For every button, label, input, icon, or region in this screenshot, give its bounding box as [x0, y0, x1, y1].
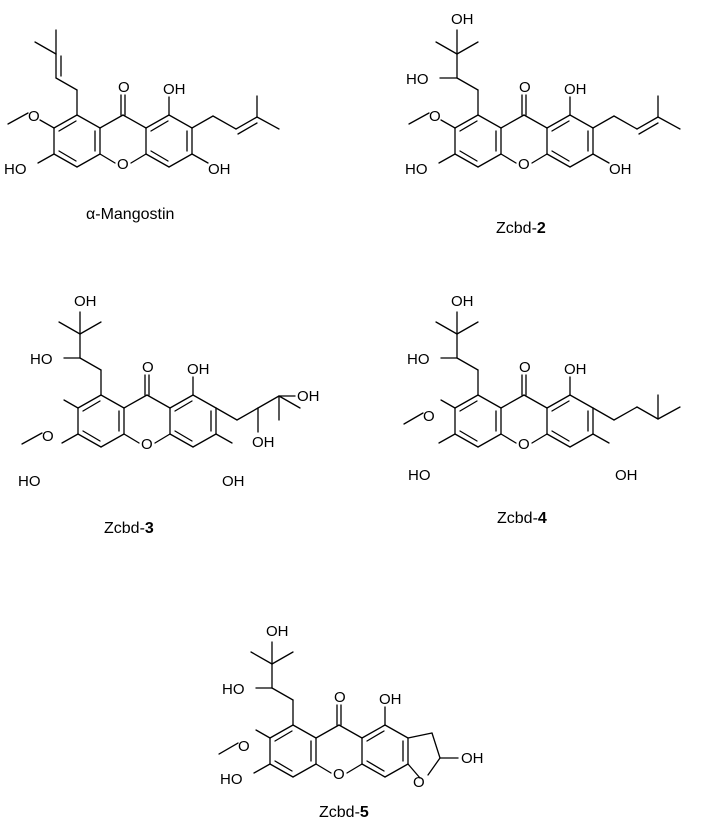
- mol-zcbd-5: O O OH O OH HO O HO OH: [218, 623, 484, 791]
- svg-text:OH: OH: [252, 434, 275, 451]
- svg-text:OH: OH: [451, 293, 474, 310]
- caption-zcbd-4-prefix: Zcbd-: [497, 510, 538, 527]
- caption-zcbd-3: Zcbd-3: [104, 520, 154, 538]
- svg-text:OH: OH: [461, 750, 484, 767]
- svg-text:HO: HO: [405, 161, 428, 178]
- caption-zcbd-3-prefix: Zcbd-: [104, 520, 145, 537]
- svg-text:HO: HO: [4, 161, 27, 178]
- svg-text:HO: HO: [30, 351, 53, 368]
- svg-text:O: O: [142, 359, 154, 376]
- svg-text:OH: OH: [74, 293, 97, 310]
- mol-alpha-mangostin: O O OH OH HO O: [4, 29, 280, 178]
- svg-text:OH: OH: [266, 623, 289, 640]
- svg-text:O: O: [518, 156, 530, 173]
- mol-zcbd-3: O O OH OH HO O HO OH OH OH: [18, 293, 320, 490]
- caption-alpha-mangostin-text: α-Mangostin: [86, 206, 175, 223]
- svg-text:OH: OH: [379, 691, 402, 708]
- svg-text:OH: OH: [163, 81, 186, 98]
- caption-zcbd-2-prefix: Zcbd-: [496, 220, 537, 237]
- svg-text:O: O: [141, 436, 153, 453]
- svg-text:HO: HO: [406, 71, 429, 88]
- svg-text:O: O: [238, 738, 250, 755]
- mol-zcbd-4: O O OH OH HO O HO OH: [403, 293, 681, 484]
- svg-text:OH: OH: [609, 161, 632, 178]
- svg-text:HO: HO: [220, 771, 243, 788]
- caption-zcbd-2: Zcbd-2: [496, 220, 546, 238]
- caption-zcbd-2-number: 2: [536, 220, 546, 237]
- svg-text:OH: OH: [222, 473, 245, 490]
- svg-text:O: O: [42, 428, 54, 445]
- svg-text:OH: OH: [564, 361, 587, 378]
- caption-alpha-mangostin: α-Mangostin: [86, 206, 174, 224]
- svg-text:O: O: [333, 766, 345, 783]
- caption-zcbd-5-number: 5: [359, 804, 369, 821]
- caption-zcbd-5-prefix: Zcbd-: [319, 804, 360, 821]
- caption-zcbd-4: Zcbd-4: [497, 510, 547, 528]
- mol-zcbd-2: O O OH OH HO O HO OH: [405, 11, 681, 178]
- svg-text:OH: OH: [208, 161, 231, 178]
- svg-text:O: O: [117, 156, 129, 173]
- svg-text:O: O: [519, 79, 531, 96]
- caption-zcbd-5: Zcbd-5: [319, 804, 369, 822]
- svg-text:O: O: [518, 436, 530, 453]
- svg-text:O: O: [429, 108, 441, 125]
- svg-text:O: O: [423, 408, 435, 425]
- svg-text:HO: HO: [18, 473, 41, 490]
- svg-text:O: O: [334, 689, 346, 706]
- caption-zcbd-3-number: 3: [144, 520, 154, 537]
- svg-text:O: O: [519, 359, 531, 376]
- svg-text:OH: OH: [187, 361, 210, 378]
- svg-text:O: O: [413, 774, 425, 791]
- caption-zcbd-4-number: 4: [537, 510, 547, 527]
- svg-text:O: O: [28, 108, 40, 125]
- svg-text:OH: OH: [564, 81, 587, 98]
- svg-text:HO: HO: [408, 467, 431, 484]
- svg-text:HO: HO: [407, 351, 430, 368]
- svg-text:OH: OH: [451, 11, 474, 28]
- svg-text:OH: OH: [297, 388, 320, 405]
- svg-text:O: O: [118, 79, 130, 96]
- svg-text:OH: OH: [615, 467, 638, 484]
- svg-text:HO: HO: [222, 681, 245, 698]
